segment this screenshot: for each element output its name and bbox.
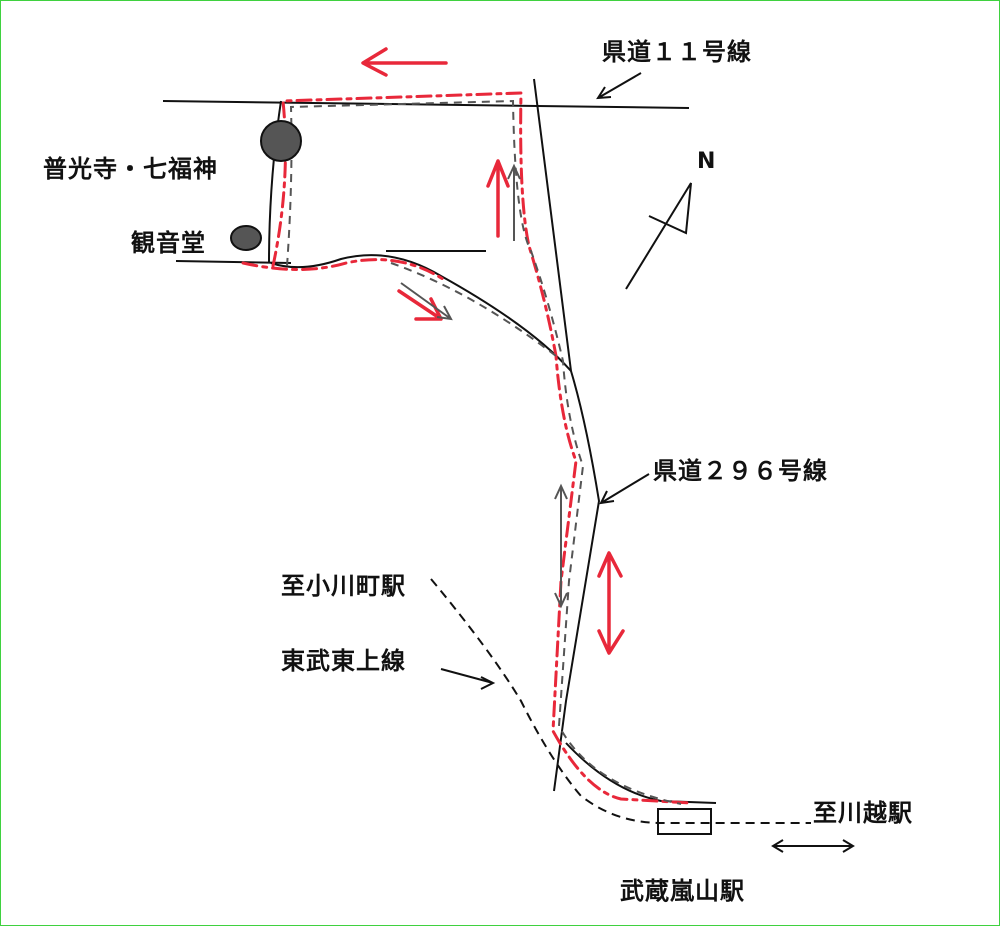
road-temple-lane — [268, 100, 282, 264]
north-arrow-icon — [625, 182, 692, 290]
pointer-tobu — [440, 668, 496, 690]
walking-route-red — [271, 91, 693, 805]
label-tobu-tojo: 東武東上線 — [281, 647, 406, 675]
gray-arrow-north — [507, 163, 521, 241]
road-station — [565, 742, 717, 804]
label-to-kawagoe: 至川越駅 — [813, 799, 913, 827]
gray-arrow-both — [554, 483, 568, 609]
label-route-296: 県道２９６号線 — [653, 457, 828, 485]
railway-tobu-tojo — [430, 578, 811, 824]
walking-route-red-2 — [241, 258, 448, 283]
pointer-route-11 — [596, 72, 642, 100]
red-arrow-west — [361, 47, 448, 77]
label-temple: 普光寺・七福神 — [43, 155, 218, 183]
label-to-ogawamachi: 至小川町駅 — [281, 572, 406, 600]
station-box — [657, 808, 712, 835]
road-curve — [270, 254, 572, 372]
temple-marker — [260, 120, 302, 162]
label-route-11: 県道１１号線 — [602, 38, 752, 66]
road-route-11 — [162, 100, 690, 109]
gray-arrow-southeast — [400, 282, 453, 321]
walking-route-gray-2 — [390, 262, 557, 357]
direction-arrow — [771, 839, 855, 853]
label-station: 武蔵嵐山駅 — [620, 877, 745, 905]
pointer-route-296 — [599, 473, 650, 505]
road-route-296 — [533, 78, 601, 792]
red-arrow-both — [597, 551, 625, 655]
kannon-marker — [230, 225, 262, 251]
label-kannon: 観音堂 — [131, 229, 206, 257]
red-arrow-north — [486, 159, 510, 238]
walking-route-gray — [286, 99, 682, 805]
red-arrow-southeast — [397, 289, 443, 321]
label-north: N — [697, 149, 717, 174]
